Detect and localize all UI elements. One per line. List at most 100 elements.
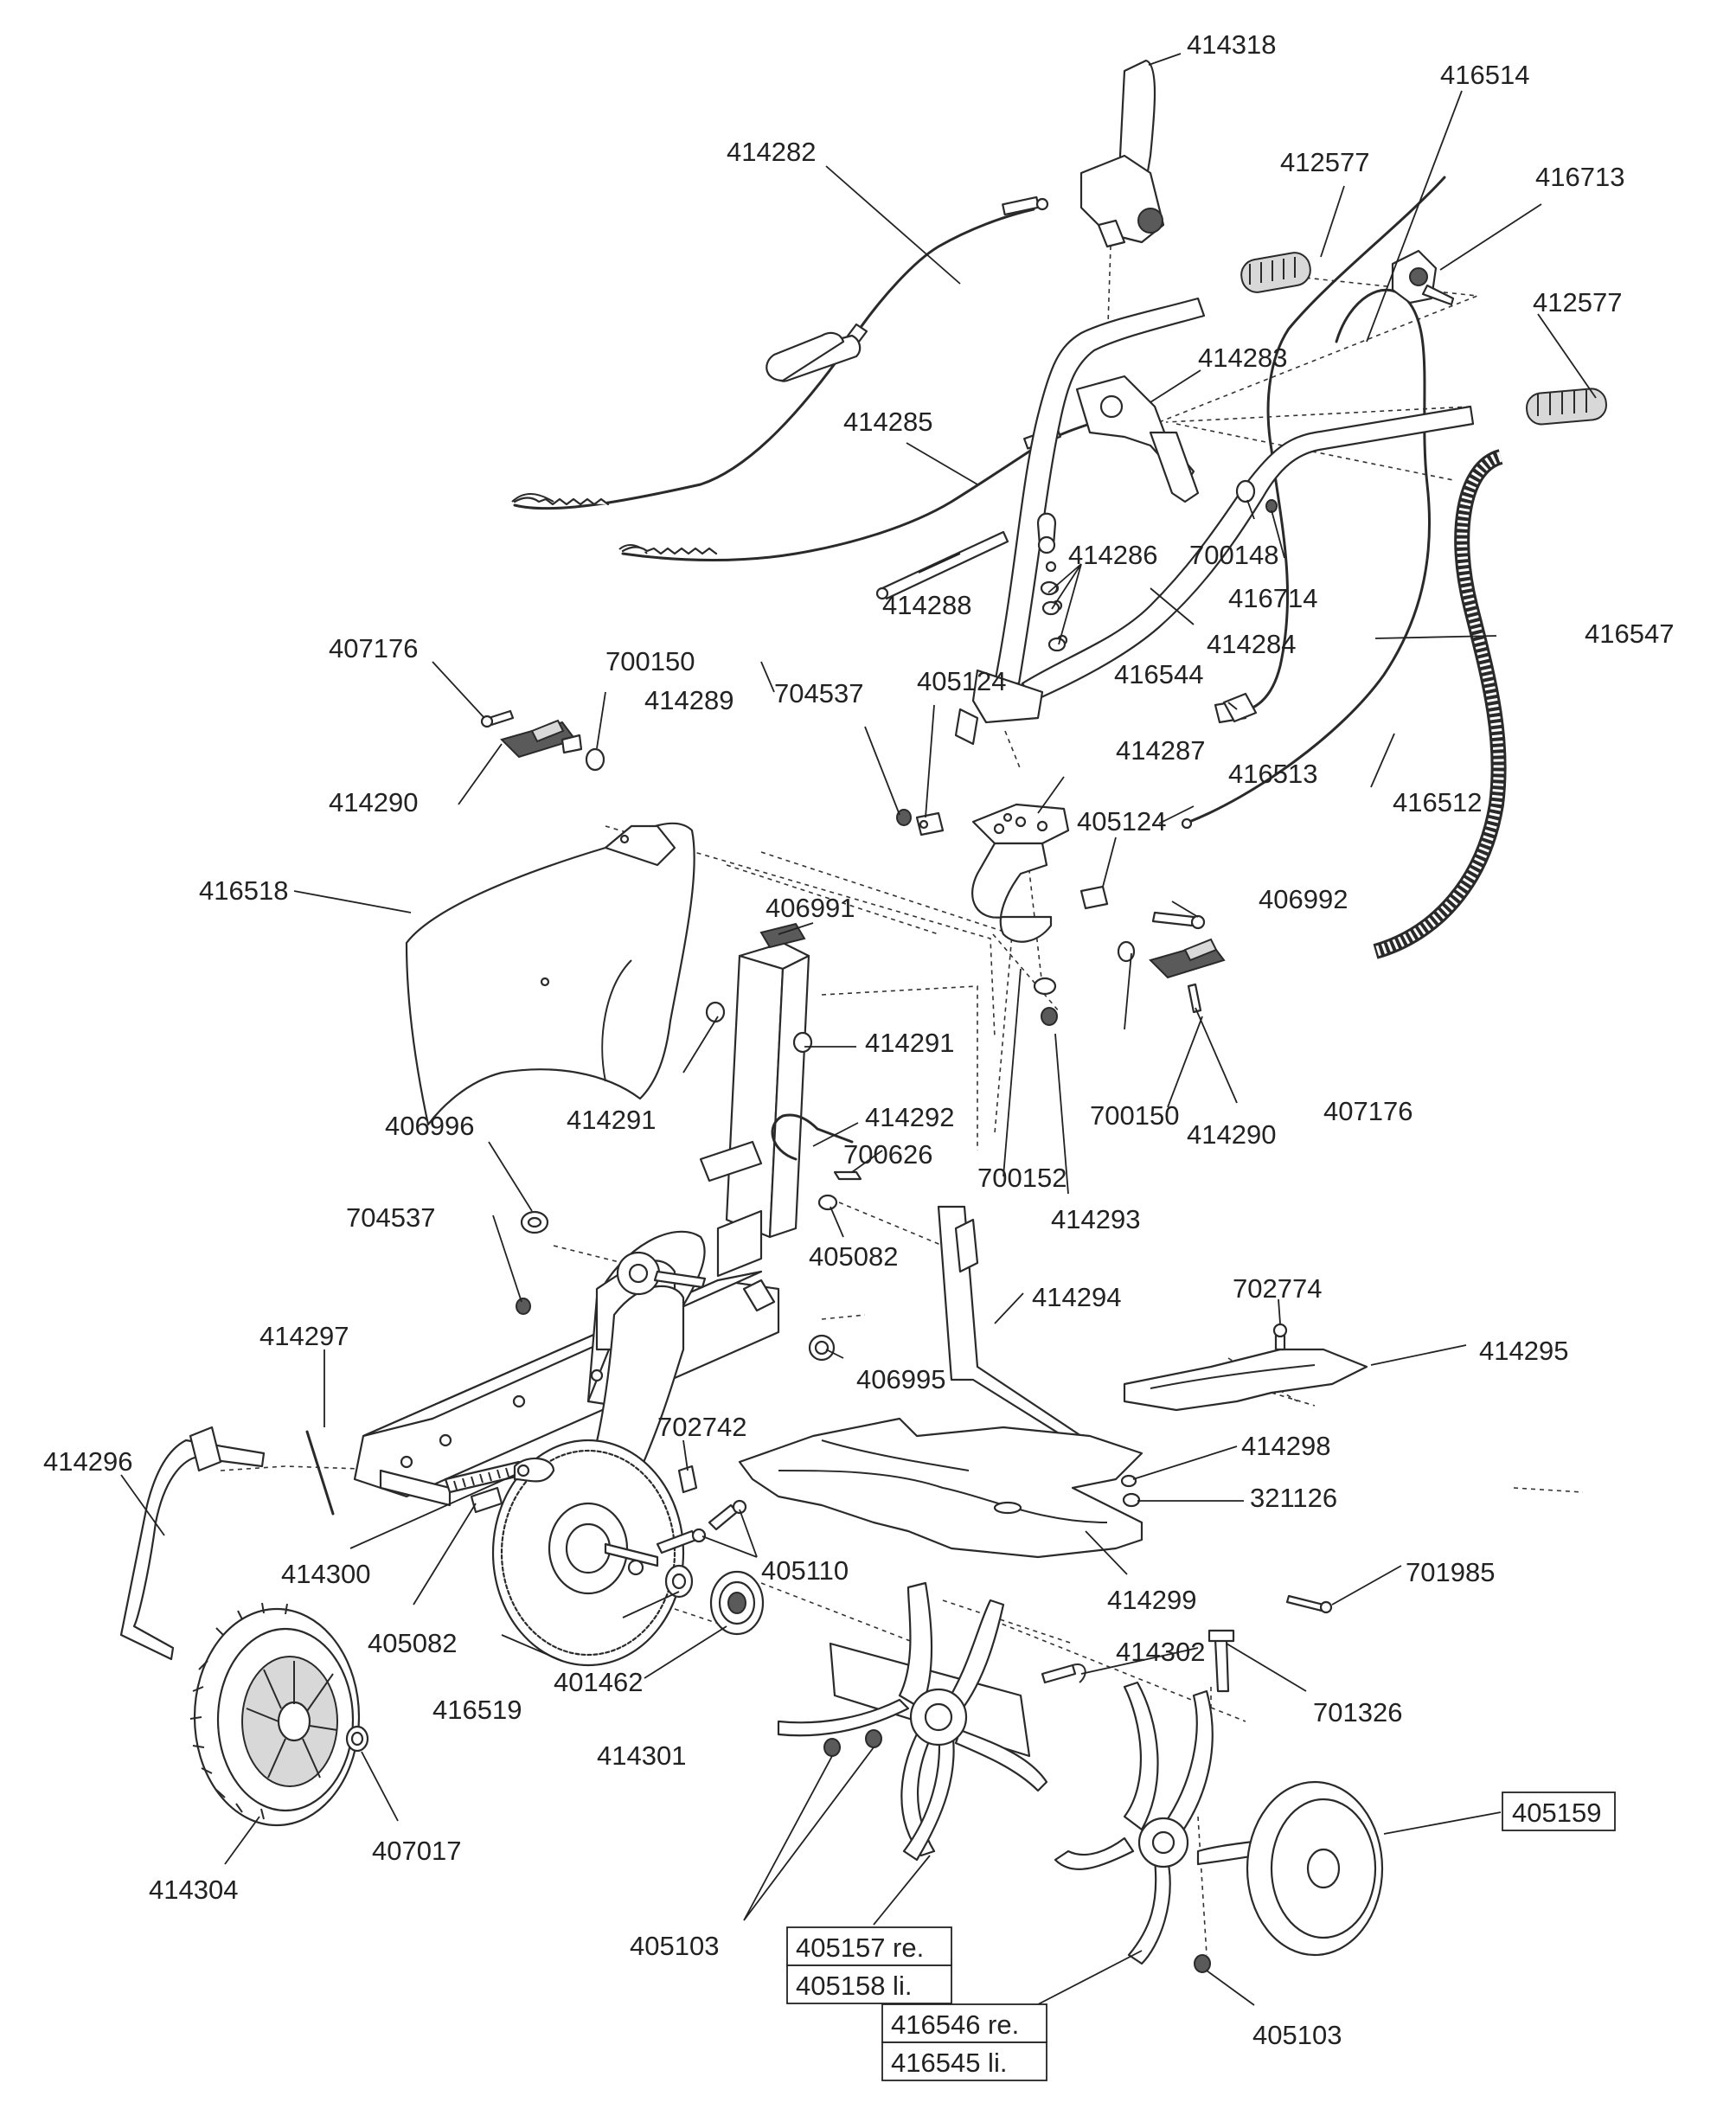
shield-414295 — [1123, 1348, 1368, 1412]
corrugated-hose-416547 — [1373, 449, 1507, 959]
wheel-405159 — [1246, 1780, 1384, 1957]
clamp-414290-left — [500, 719, 583, 759]
screw-702774 — [1272, 1323, 1288, 1351]
label-414300: 414300 — [281, 1559, 370, 1589]
boxed-label-416546-416545: 416546 re. 416545 li. — [881, 2003, 1047, 2081]
label-700150-b: 700150 — [1090, 1100, 1179, 1131]
label-407017: 407017 — [372, 1836, 461, 1866]
bolt-701985 — [1285, 1594, 1333, 1614]
label-405082-a: 405082 — [809, 1241, 898, 1272]
label-702774: 702774 — [1233, 1273, 1322, 1304]
washer-700150-left — [585, 747, 605, 772]
label-414291-a: 414291 — [567, 1105, 656, 1135]
label-406995: 406995 — [856, 1364, 945, 1394]
label-414304: 414304 — [149, 1875, 238, 1905]
clip-700626-washer-405082 — [817, 1170, 862, 1211]
label-412577-b: 412577 — [1533, 287, 1622, 317]
label-702742: 702742 — [657, 1412, 746, 1442]
label-414296: 414296 — [43, 1446, 132, 1477]
bolt-407176-right — [1187, 983, 1202, 1014]
label-407176-b: 407176 — [1323, 1096, 1413, 1126]
clip-416544 — [1222, 692, 1258, 723]
label-416545: 416545 li. — [891, 2048, 1007, 2078]
label-414292: 414292 — [865, 1102, 954, 1132]
label-700626: 700626 — [843, 1139, 932, 1170]
spring-cable-ends — [513, 497, 718, 555]
column-tube — [699, 941, 810, 1239]
label-405110: 405110 — [761, 1555, 849, 1586]
leader-lines — [120, 53, 1597, 2016]
label-700150-a: 700150 — [605, 646, 695, 676]
label-414289: 414289 — [644, 685, 733, 715]
label-321126: 321126 — [1250, 1483, 1337, 1513]
label-414302: 414302 — [1116, 1637, 1205, 1667]
label-405082-b: 405082 — [368, 1628, 457, 1658]
label-416514: 416514 — [1440, 60, 1529, 90]
label-412577-a: 412577 — [1280, 147, 1369, 177]
upper-handlebar-414284 — [954, 297, 1475, 746]
label-414297: 414297 — [259, 1321, 349, 1351]
boxed-label-405157-405158: 405157 re. 405158 li. — [786, 1926, 952, 2004]
label-414291-b: 414291 — [865, 1028, 954, 1058]
knob-414289 — [766, 331, 862, 382]
tine-assembly-416546 — [1054, 1681, 1299, 1965]
washers-414298-321126 — [1120, 1474, 1141, 1508]
label-701326: 701326 — [1313, 1697, 1402, 1727]
grip-412577-lower — [1526, 388, 1607, 426]
switch-416713 — [1391, 249, 1455, 306]
label-700152: 700152 — [977, 1163, 1067, 1193]
frame-chain-case — [353, 1209, 780, 1585]
label-405158: 405158 li. — [796, 1971, 912, 2001]
label-405124-b: 405124 — [1077, 806, 1166, 836]
label-414298: 414298 — [1241, 1431, 1330, 1461]
part-number-labels: 414318 416514 414282 412577 416713 41257… — [43, 29, 1674, 2081]
label-414318: 414318 — [1187, 29, 1276, 60]
label-414284: 414284 — [1207, 629, 1296, 659]
label-406991: 406991 — [766, 893, 855, 923]
label-414282: 414282 — [727, 137, 816, 167]
spring-414297 — [305, 1430, 335, 1516]
label-414286: 414286 — [1068, 540, 1157, 570]
pin-414302 — [1041, 1663, 1086, 1684]
nut-704537-lower — [516, 1298, 531, 1315]
nut-704537-upper — [896, 809, 912, 826]
washer-406996 — [520, 1210, 549, 1234]
lever-414318 — [1079, 59, 1165, 248]
label-414293: 414293 — [1051, 1204, 1140, 1234]
plates-405124 — [915, 811, 1109, 910]
label-405103-a: 405103 — [630, 1931, 719, 1961]
label-405103-b: 405103 — [1252, 2020, 1342, 2050]
bracket-414287 — [971, 803, 1070, 943]
label-416512: 416512 — [1393, 787, 1482, 817]
wheel-414304 — [189, 1602, 361, 1827]
wheel-bracket-414296 — [119, 1426, 266, 1661]
boxed-label-405159: 405159 — [1502, 1791, 1616, 1831]
label-414301: 414301 — [597, 1740, 686, 1771]
label-416714: 416714 — [1228, 583, 1317, 613]
label-414285: 414285 — [843, 407, 932, 437]
label-414299: 414299 — [1107, 1585, 1196, 1615]
bolt-701326 — [1208, 1629, 1235, 1693]
label-405124-a: 405124 — [917, 666, 1006, 696]
bushing-401462 — [664, 1564, 694, 1599]
label-416546: 416546 re. — [891, 2009, 1019, 2040]
label-416544: 416544 — [1114, 659, 1203, 689]
label-414288: 414288 — [882, 590, 971, 620]
label-414294: 414294 — [1032, 1282, 1121, 1312]
washer-700150-right — [1117, 940, 1136, 963]
label-414295: 414295 — [1479, 1336, 1568, 1366]
label-414283: 414283 — [1198, 343, 1287, 373]
label-416713: 416713 — [1535, 162, 1624, 192]
shield-cover-416518 — [405, 822, 695, 1126]
label-700148: 700148 — [1189, 540, 1278, 570]
depth-stake-414294 — [937, 1205, 1083, 1446]
label-406996: 406996 — [385, 1111, 474, 1141]
bolts-405110 — [656, 1499, 747, 1554]
label-405157: 405157 re. — [796, 1933, 924, 1963]
rod-414288 — [875, 530, 1009, 600]
label-414290-a: 414290 — [329, 787, 418, 817]
pin-414292 — [771, 1113, 854, 1161]
label-704537-b: 704537 — [346, 1202, 435, 1233]
washer-nut-700148-416714 — [1235, 479, 1278, 513]
